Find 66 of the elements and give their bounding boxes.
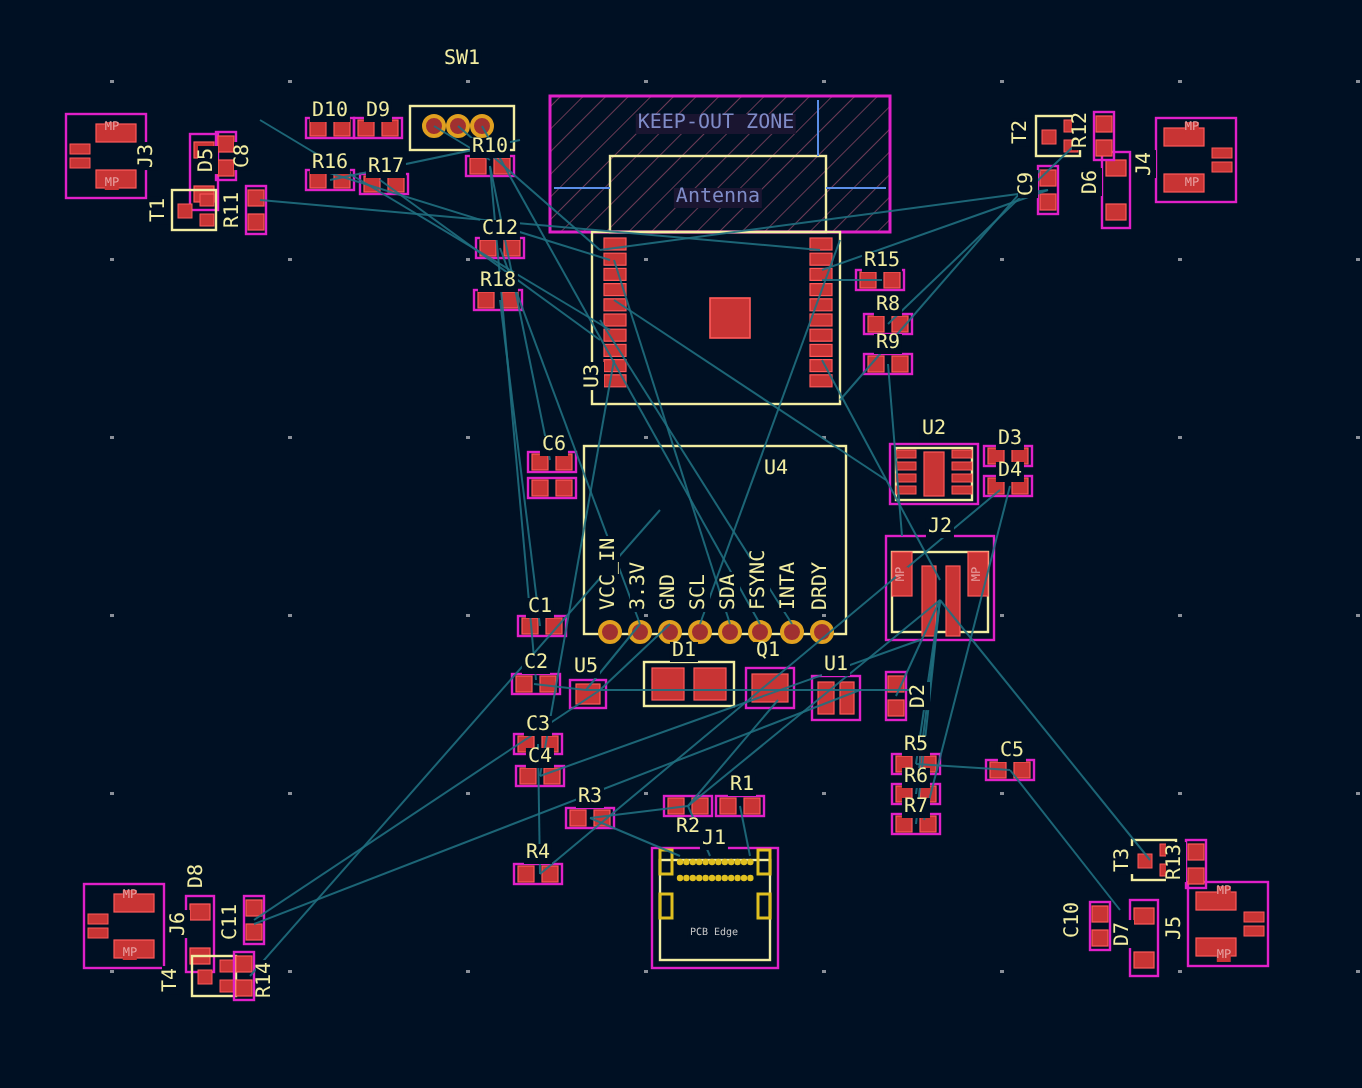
reference-designator: R6 bbox=[901, 768, 931, 788]
reference-designator: U2 bbox=[919, 420, 949, 440]
reference-designator: J1 bbox=[699, 830, 729, 850]
reference-designator: C2 bbox=[521, 654, 551, 674]
reference-designator: C10 bbox=[1064, 899, 1084, 941]
reference-designator: D8 bbox=[188, 861, 208, 891]
reference-designator: D2 bbox=[910, 681, 930, 711]
reference-designator: D6 bbox=[1082, 167, 1102, 197]
reference-designator: SW1 bbox=[441, 50, 483, 70]
pin-label: SCL bbox=[690, 571, 710, 612]
pin-label: 3.3V bbox=[630, 559, 650, 612]
reference-designator: D3 bbox=[995, 430, 1025, 450]
reference-designator: T2 bbox=[1012, 117, 1032, 147]
reference-designator: R12 bbox=[1072, 109, 1092, 151]
reference-designator: D4 bbox=[995, 462, 1025, 482]
reference-designator: J6 bbox=[170, 909, 190, 939]
reference-designator: U1 bbox=[821, 656, 851, 676]
reference-designator: C9 bbox=[1018, 169, 1038, 199]
reference-designator: J4 bbox=[1136, 149, 1156, 179]
reference-designator: J3 bbox=[138, 141, 158, 171]
pin-label: DRDY bbox=[812, 559, 832, 612]
reference-designator: R11 bbox=[224, 189, 244, 231]
reference-designator: R9 bbox=[873, 334, 903, 354]
reference-designator: R17 bbox=[365, 158, 407, 178]
reference-designator: R10 bbox=[469, 138, 511, 158]
reference-designator: C5 bbox=[997, 742, 1027, 762]
reference-designator: T1 bbox=[150, 195, 170, 225]
reference-designator: C11 bbox=[222, 901, 242, 943]
reference-designator: C12 bbox=[479, 220, 521, 240]
reference-designator: C6 bbox=[539, 436, 569, 456]
reference-designator: T3 bbox=[1114, 845, 1134, 875]
reference-designator: J5 bbox=[1166, 913, 1186, 943]
pin-label: SDA bbox=[720, 571, 740, 612]
reference-designator: R13 bbox=[1166, 841, 1186, 883]
reference-designator: R5 bbox=[901, 736, 931, 756]
reference-designator: C4 bbox=[525, 748, 555, 768]
reference-designator: U5 bbox=[571, 658, 601, 678]
reference-designator: R1 bbox=[727, 776, 757, 796]
pin-label: FSYNC bbox=[750, 547, 770, 612]
reference-designator: D9 bbox=[363, 102, 393, 122]
reference-designator: J2 bbox=[925, 518, 955, 538]
reference-designator: C8 bbox=[234, 141, 254, 171]
reference-designator: D10 bbox=[309, 102, 351, 122]
reference-designator: R14 bbox=[256, 959, 276, 1001]
pin-label: GND bbox=[660, 571, 680, 612]
reference-designator: D1 bbox=[669, 642, 699, 662]
reference-designator: R18 bbox=[477, 272, 519, 292]
reference-designator: R2 bbox=[673, 818, 703, 838]
reference-designator: R15 bbox=[861, 252, 903, 272]
reference-designator: U4 bbox=[761, 460, 791, 480]
zone-label: Antenna bbox=[673, 188, 763, 208]
reference-designator: R16 bbox=[309, 154, 351, 174]
pin-label: VCC_IN bbox=[600, 535, 620, 612]
reference-designator: R8 bbox=[873, 296, 903, 316]
reference-designator: T4 bbox=[162, 965, 182, 995]
reference-designator: C3 bbox=[523, 716, 553, 736]
reference-designator: R4 bbox=[523, 844, 553, 864]
reference-designator: R7 bbox=[901, 798, 931, 818]
reference-designator: D7 bbox=[1114, 919, 1134, 949]
zone-label: KEEP-OUT ZONE bbox=[635, 114, 797, 134]
pin-label: INTA bbox=[780, 559, 800, 612]
reference-designator: R3 bbox=[575, 788, 605, 808]
reference-designator: U3 bbox=[584, 361, 604, 391]
reference-designator: C1 bbox=[525, 598, 555, 618]
reference-designator: D5 bbox=[198, 145, 218, 175]
reference-designator: Q1 bbox=[753, 642, 783, 662]
